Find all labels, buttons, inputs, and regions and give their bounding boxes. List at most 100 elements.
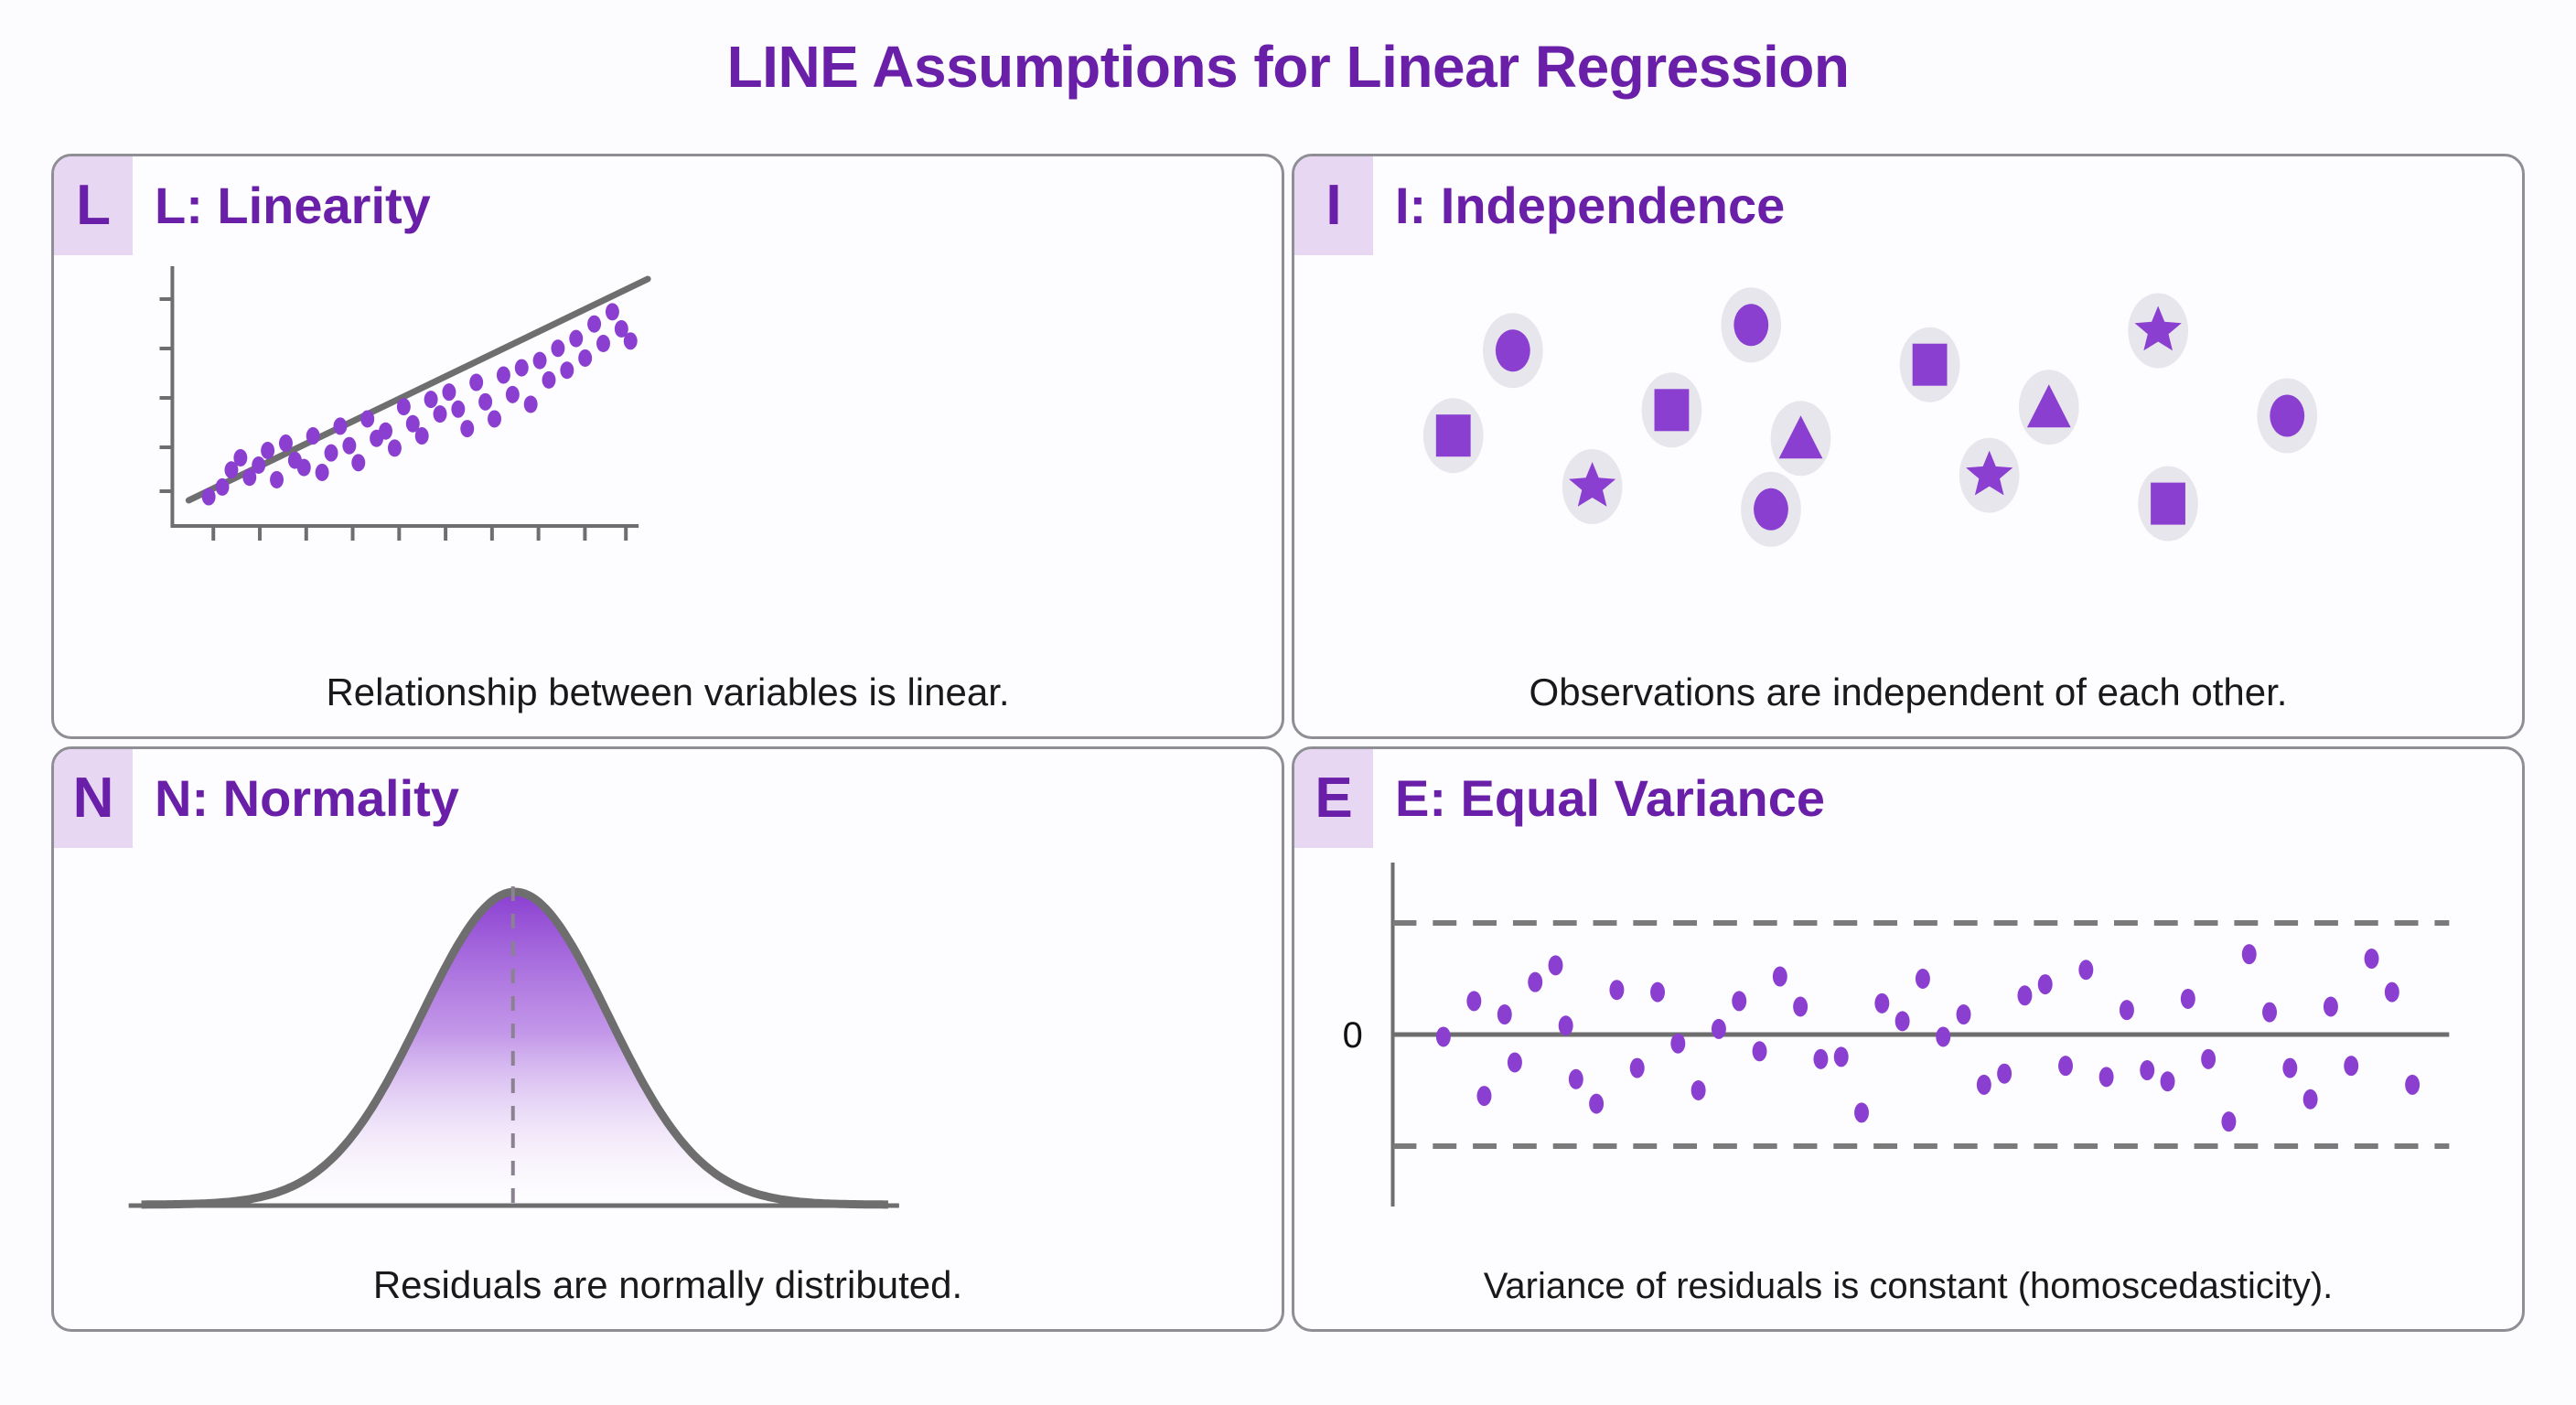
scatter-point <box>614 320 628 338</box>
card-title-normality: N: Normality <box>155 769 459 827</box>
cards-grid: L L: Linearity <box>51 154 2525 1361</box>
residual-point <box>1711 1018 1726 1039</box>
residual-point <box>2098 1067 2114 1088</box>
scatter-points <box>201 303 638 506</box>
scatter-point <box>242 468 257 487</box>
marker-circle-icon <box>2270 394 2305 437</box>
scatter-point <box>605 303 619 321</box>
equal-variance-residual-chart: 0 <box>1294 839 2522 1250</box>
card-independence[interactable]: I I: Independence Observations are indep… <box>1292 154 2525 739</box>
residual-point <box>1548 955 1563 976</box>
marker-triangle-icon <box>2026 384 2071 428</box>
card-title-equal-variance: E: Equal Variance <box>1395 769 1825 827</box>
residual-point <box>1528 971 1543 992</box>
residual-point <box>2282 1057 2298 1078</box>
scatter-point <box>215 477 230 496</box>
residual-point <box>2262 1002 2277 1023</box>
scatter-point <box>296 458 311 477</box>
scatter-point <box>224 461 239 479</box>
residual-point <box>1894 1011 1910 1032</box>
card-title-linearity: L: Linearity <box>155 177 431 234</box>
residual-point <box>1833 1046 1849 1067</box>
residual-point <box>1772 966 1787 987</box>
x-axis-ticks <box>211 526 628 541</box>
scatter-point <box>488 410 501 428</box>
badge-letter-e: E <box>1294 749 1373 848</box>
residual-point <box>1497 1004 1512 1025</box>
residual-point <box>2180 988 2195 1009</box>
linearity-scatter-chart <box>54 252 1282 645</box>
scatter-point <box>433 405 447 424</box>
residual-point <box>1732 991 1747 1012</box>
residual-point <box>1854 1102 1869 1123</box>
scatter-point <box>278 434 293 453</box>
card-title-independence: I: Independence <box>1395 177 1786 234</box>
card-linearity[interactable]: L L: Linearity <box>51 154 1284 739</box>
scatter-point <box>306 427 320 445</box>
scatter-point <box>333 417 348 435</box>
residual-point <box>2058 1056 2073 1077</box>
residual-point <box>1956 1004 1971 1025</box>
residual-point <box>1690 1080 1706 1100</box>
scatter-point <box>514 359 529 377</box>
residual-point <box>1936 1026 1951 1047</box>
residual-point <box>1874 992 1890 1014</box>
residual-point <box>1558 1015 1573 1036</box>
residual-point <box>2037 974 2053 995</box>
scatter-point <box>460 420 475 438</box>
marker-star-icon <box>1966 450 2013 496</box>
normality-bellcurve-chart <box>54 839 1282 1250</box>
independence-markers-chart <box>1294 252 2522 645</box>
scatter-point <box>315 463 329 481</box>
scatter-point <box>542 370 556 389</box>
card-normality[interactable]: N N: Normality Re <box>51 746 1284 1332</box>
scatter-point <box>414 427 429 445</box>
scatter-point <box>569 329 584 348</box>
marker-square-icon <box>1435 414 1471 457</box>
bellcurve-fill <box>141 892 888 1205</box>
caption-linearity: Relationship between variables is linear… <box>326 670 1010 713</box>
marker-star-icon <box>1569 462 1616 507</box>
scatter-point <box>560 361 574 380</box>
marker-star-icon <box>2134 306 2182 351</box>
residual-point <box>1813 1048 1829 1069</box>
residual-point <box>1476 1086 1492 1107</box>
scatter-point <box>578 349 593 367</box>
residual-point <box>2302 1089 2318 1110</box>
scatter-point <box>261 442 275 460</box>
residual-point <box>1793 996 1809 1017</box>
residual-point <box>2405 1074 2420 1095</box>
residual-point <box>2140 1060 2155 1081</box>
marker-square-icon <box>2151 482 2185 525</box>
residual-point <box>1650 981 1665 1003</box>
residual-point <box>2119 1000 2134 1021</box>
scatter-point <box>270 470 284 488</box>
scatter-point <box>505 385 520 403</box>
scatter-point <box>523 395 538 413</box>
residual-point <box>1589 1093 1605 1114</box>
scatter-point <box>252 456 266 474</box>
scatter-point <box>442 383 456 402</box>
marker-circle-icon <box>1495 329 1530 372</box>
residual-points <box>1435 944 2420 1132</box>
scatter-point <box>360 410 375 428</box>
residual-point <box>1915 969 1930 989</box>
marker-circle-icon <box>1733 304 1769 347</box>
residual-point <box>1435 1026 1451 1047</box>
scatter-point <box>233 449 248 467</box>
residual-point <box>2384 981 2399 1003</box>
scatter-point <box>324 444 338 462</box>
page-title: LINE Assumptions for Linear Regression <box>726 34 1850 100</box>
scatter-point <box>596 334 610 352</box>
residual-point <box>1507 1052 1522 1073</box>
caption-normality: Residuals are normally distributed. <box>372 1263 963 1306</box>
residual-point <box>1752 1041 1767 1062</box>
marker-circle-icon <box>1754 488 1788 531</box>
scatter-point <box>424 391 438 409</box>
residual-point <box>2323 996 2338 1017</box>
scatter-point <box>396 398 411 416</box>
bellcurve-outline <box>140 887 889 1209</box>
scatter-point <box>451 400 466 418</box>
card-equal-variance[interactable]: E E: Equal Variance 0 Variance of <box>1292 746 2525 1332</box>
